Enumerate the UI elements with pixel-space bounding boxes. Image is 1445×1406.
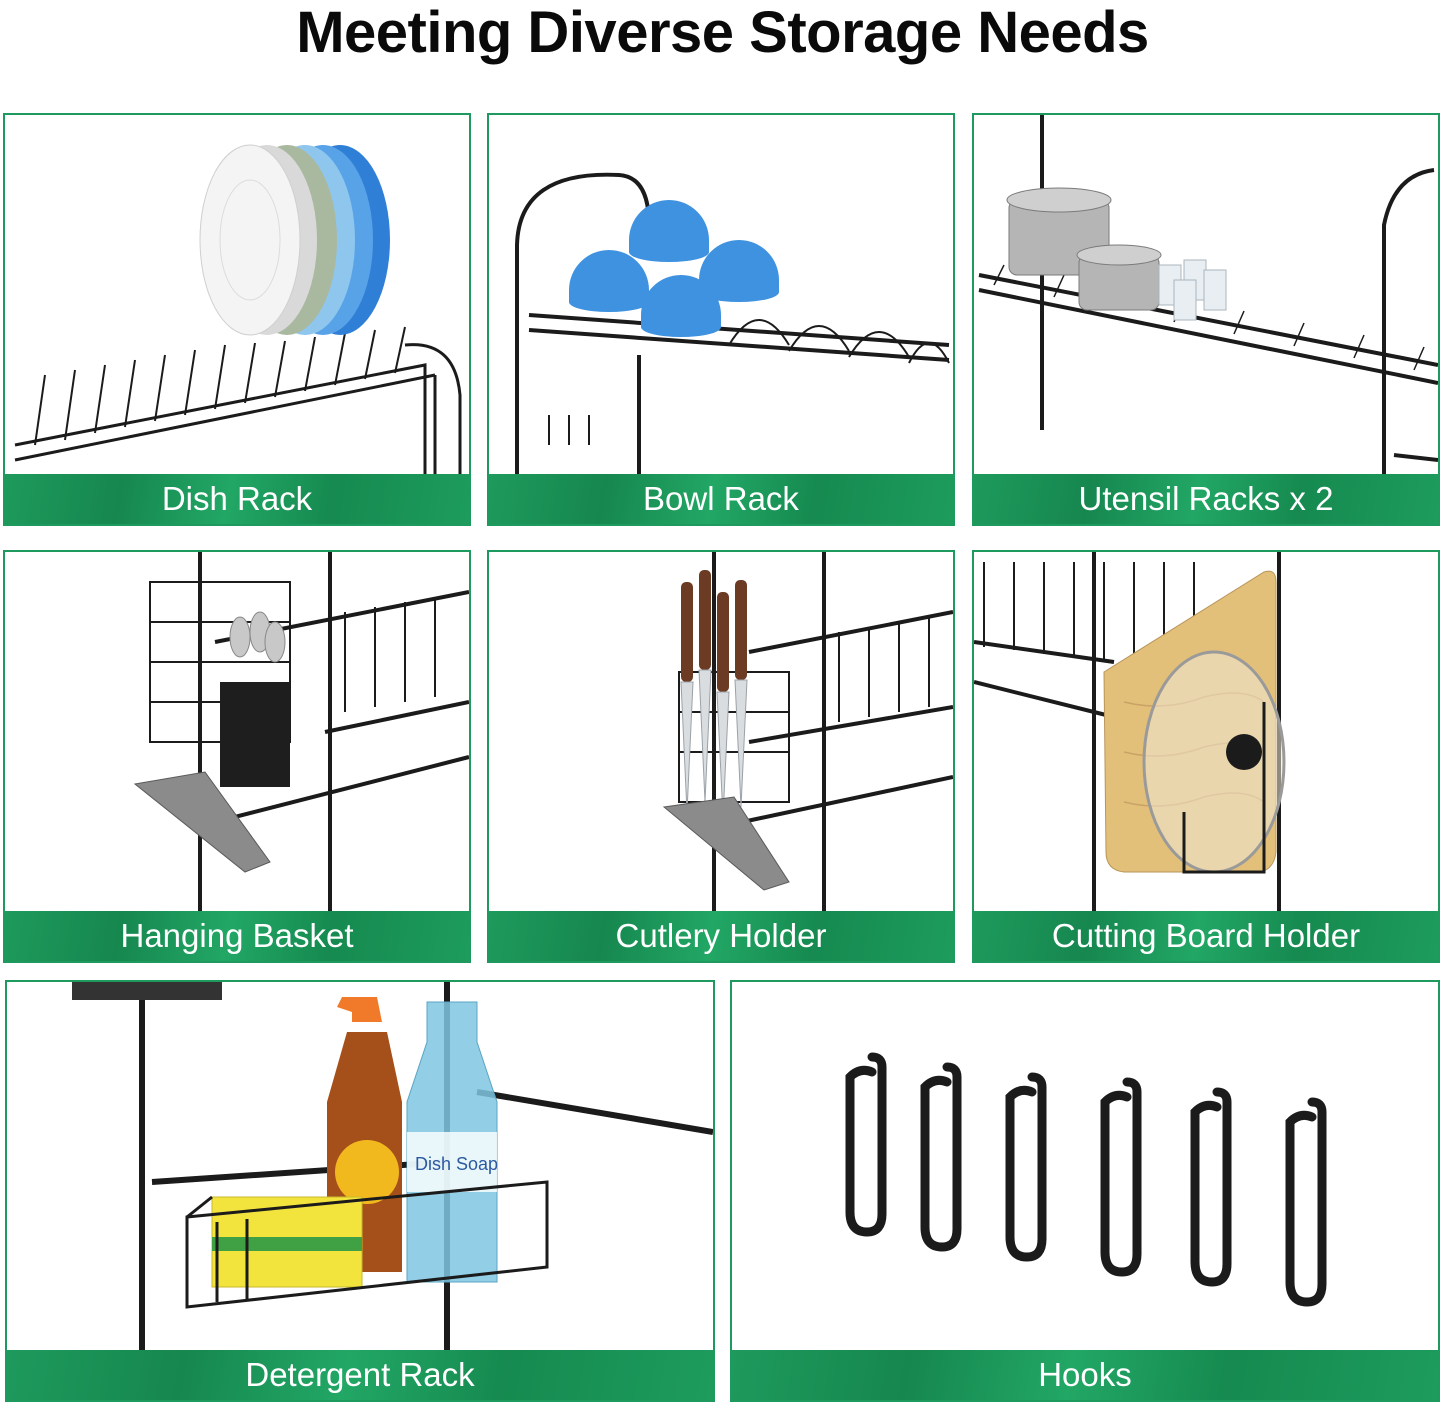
hook-icon [1285,1097,1327,1307]
bowl-rack-image [515,172,950,475]
panel-hanging-basket: Hanging Basket [3,550,471,963]
panel-cutlery-holder: Cutlery Holder [487,550,955,963]
hook-icon [1100,1077,1142,1277]
utensil-racks-label: Utensil Racks x 2 [1078,480,1334,517]
cutlery-holder-image [662,552,953,912]
hanging-basket-label-bar: Hanging Basket [5,911,469,961]
detergent-rack-label-bar: Detergent Rack [7,1350,713,1400]
cutting-board-holder-image [974,552,1286,912]
dish-rack-label-bar: Dish Rack [5,474,469,524]
hanging-basket-label: Hanging Basket [120,917,354,954]
bowl-rack-label: Bowl Rack [643,480,799,517]
cutlery-holder-label: Cutlery Holder [615,917,827,954]
cutting-board-holder-label-bar: Cutting Board Holder [974,911,1438,961]
hanging-basket-image [133,552,469,912]
panel-utensil-racks: Utensil Racks x 2 [972,113,1440,526]
page-title: Meeting Diverse Storage Needs [296,0,1149,65]
hooks-label-bar: Hooks [732,1350,1438,1400]
dish-rack-image [14,144,462,475]
panel-bowl-rack: Bowl Rack [487,113,955,526]
bowl-rack-label-bar: Bowl Rack [489,474,953,524]
panel-detergent-rack: Dish Soap Detergent Rack [5,980,715,1402]
panel-dish-rack: Dish Rack [3,113,471,526]
hooks-image [845,1052,1327,1307]
hook-icon [1190,1087,1232,1287]
dish-rack-label: Dish Rack [161,480,313,517]
detergent-rack-image: Dish Soap [72,982,713,1352]
cutting-board-holder-label: Cutting Board Holder [1051,917,1361,954]
utensil-racks-label-bar: Utensil Racks x 2 [974,474,1438,524]
panel-hooks: Hooks [730,980,1440,1402]
hook-icon [845,1052,887,1237]
dish-soap-text: Dish Soap [415,1154,498,1174]
hook-icon [1005,1072,1047,1262]
detergent-rack-label: Detergent Rack [245,1356,475,1393]
hook-icon [920,1062,962,1252]
hooks-label: Hooks [1038,1356,1132,1393]
cutlery-holder-label-bar: Cutlery Holder [489,911,953,961]
panel-cutting-board-holder: Cutting Board Holder [972,550,1440,963]
utensil-racks-image [978,115,1438,475]
